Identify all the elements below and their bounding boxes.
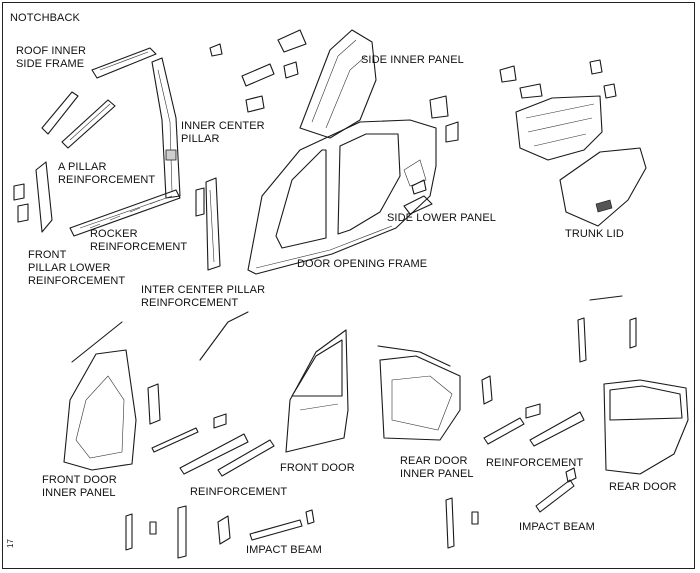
label-inner-center-pillar: INNER CENTER PILLAR	[181, 120, 265, 145]
label-rocker-reinforcement: ROCKER REINFORCEMENT	[90, 228, 188, 253]
impact-beam-rear-part	[535, 467, 577, 513]
label-door-opening-frame: DOOR OPENING FRAME	[297, 258, 428, 270]
label-impact-beam-front: IMPACT BEAM	[246, 544, 322, 556]
label-a-pillar-reinforcement: A PILLAR REINFORCEMENT	[58, 161, 156, 186]
label-side-lower-panel: SIDE LOWER PANEL	[387, 212, 496, 224]
door-opening-frame-part	[247, 119, 437, 275]
label-side-inner-panel: SIDE INNER PANEL	[361, 54, 464, 66]
rocker-reinforcement-part	[69, 189, 181, 237]
inner-center-pillar-part	[151, 57, 181, 199]
roof-inner-side-frame-part	[41, 47, 157, 149]
side-inner-panel-part	[209, 29, 517, 143]
label-roof-inner-side-frame: ROOF INNER SIDE FRAME	[16, 45, 87, 70]
label-front-door-inner-panel: FRONT DOOR INNER PANEL	[42, 474, 117, 499]
impact-beam-front-part	[249, 509, 315, 541]
inter-center-pillar-reinforcement-part	[195, 177, 221, 271]
label-reinforcement-front: REINFORCEMENT	[190, 486, 288, 498]
label-reinforcement-rear: REINFORCEMENT	[486, 457, 584, 469]
label-trunk-lid: TRUNK LID	[565, 228, 624, 240]
rear-door-part	[603, 379, 689, 475]
label-rear-door: REAR DOOR	[609, 481, 677, 493]
rear-door-inner-panel-part	[377, 345, 493, 549]
diagram-title: NOTCHBACK	[10, 12, 80, 24]
front-reinforcement-part	[151, 311, 275, 545]
label-rear-door-inner-panel: REAR DOOR INNER PANEL	[400, 455, 474, 480]
side-lower-panel-part	[403, 179, 433, 215]
trunk-lid-part	[515, 59, 647, 227]
a-pillar-reinforcement-part	[13, 161, 53, 233]
label-front-pillar-lower-reinforcement: FRONT PILLAR LOWER REINFORCEMENT	[28, 249, 126, 287]
label-inter-center-pillar-reinforcement: INTER CENTER PILLAR REINFORCEMENT	[141, 284, 266, 309]
front-door-inner-panel-part	[63, 321, 187, 559]
front-door-part	[285, 329, 349, 453]
label-front-door: FRONT DOOR	[280, 462, 355, 474]
label-impact-beam-rear: IMPACT BEAM	[519, 521, 595, 533]
page-number: 17	[6, 539, 15, 548]
diagram-border	[2, 2, 695, 569]
rear-reinforcement-part	[483, 295, 637, 447]
